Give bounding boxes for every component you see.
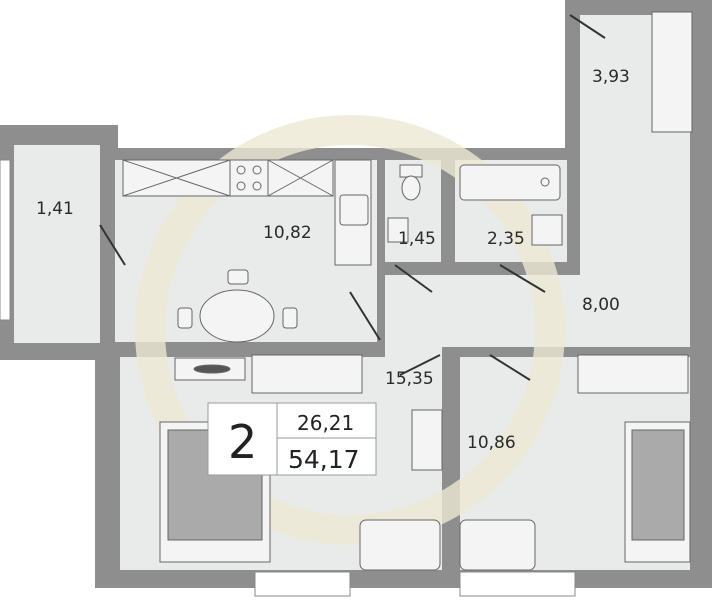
wardrobes bbox=[174, 11, 693, 394]
window bbox=[0, 159, 11, 321]
sink bbox=[339, 194, 369, 226]
living-area-label: 15,35 bbox=[385, 369, 434, 389]
hall-area-label: 8,00 bbox=[582, 295, 620, 315]
rooms-count: 2 bbox=[228, 415, 257, 469]
doors bbox=[99, 14, 606, 381]
windows bbox=[0, 159, 576, 597]
bedroom-area-label: 10,86 bbox=[467, 433, 516, 453]
kitchen-area-label: 10,82 bbox=[263, 223, 312, 243]
stove bbox=[229, 159, 269, 197]
bathroom-area-label: 2,35 bbox=[487, 229, 525, 249]
wc-area-label: 1,45 bbox=[398, 229, 436, 249]
total-area: 54,17 bbox=[288, 445, 360, 474]
dining-table bbox=[177, 269, 298, 343]
corridor-floor bbox=[385, 345, 442, 365]
desks bbox=[359, 409, 536, 571]
logo-watermark bbox=[135, 115, 565, 545]
window bbox=[254, 571, 351, 597]
kitchen-counter bbox=[122, 159, 372, 266]
apartment-info-box: 2 26,21 54,17 bbox=[207, 402, 377, 476]
storage-area-label: 3,93 bbox=[592, 67, 630, 87]
balcony-floor bbox=[14, 145, 100, 343]
toilet bbox=[387, 164, 423, 243]
bathtub bbox=[459, 164, 563, 246]
window bbox=[459, 571, 576, 597]
balcony-area-label: 1,41 bbox=[36, 199, 74, 219]
living-area-total: 26,21 bbox=[297, 411, 354, 435]
